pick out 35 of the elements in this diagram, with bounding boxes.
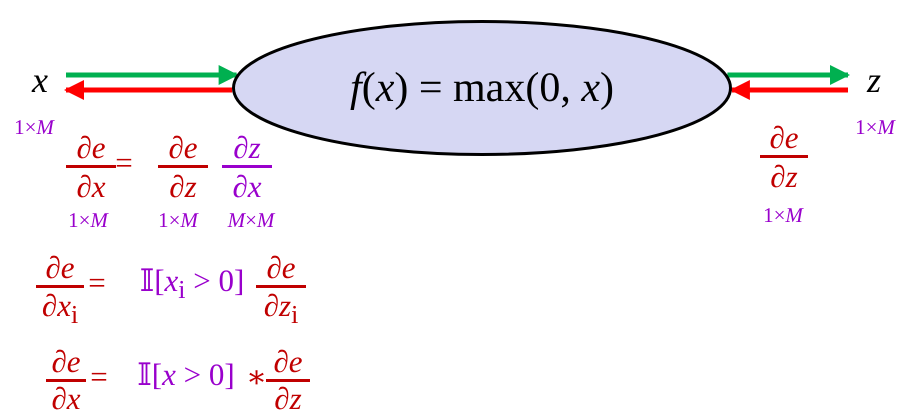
variable-label: x [22, 62, 58, 98]
fraction-numerator: ∂z [222, 132, 272, 168]
fraction-denominator: ∂z [168, 171, 198, 204]
fraction-denominator: ∂z [273, 383, 303, 416]
arrow [66, 65, 239, 85]
fraction-numerator: ∂e [36, 252, 84, 288]
arrow [727, 65, 850, 85]
math-operator: = [114, 147, 134, 180]
math-operator: = [89, 361, 109, 394]
arrow [64, 80, 232, 100]
dimension-label: 1×M [157, 209, 200, 232]
fraction-numerator: ∂e [66, 132, 116, 168]
dimension-label: 1×M [13, 116, 56, 138]
fraction-numerator: ∂e [256, 252, 306, 288]
fraction-denominator: ∂x [50, 383, 82, 416]
fraction-denominator: ∂x [75, 171, 107, 204]
indicator-term: 𝕀[x$_{i}$ > 0] [138, 265, 246, 304]
fraction-numerator: ∂e [760, 122, 808, 158]
fraction-numerator: ∂e [46, 346, 86, 382]
math-operator: = [87, 267, 107, 300]
fraction-denominator: ∂z$_{i}$ [262, 290, 300, 328]
variable-label: z [856, 62, 892, 98]
fraction-denominator: ∂x [231, 171, 263, 204]
fraction-denominator: ∂z [769, 161, 799, 194]
fraction-denominator: ∂x$_{i}$ [40, 290, 80, 328]
indicator-term: 𝕀[x > 0] [136, 359, 236, 392]
fraction-numerator: ∂e [266, 346, 310, 382]
dimension-label: 1×M [67, 209, 110, 232]
fraction-numerator: ∂e [158, 132, 208, 168]
function-formula: f(x) = max(0, x) [350, 64, 614, 112]
dimension-label: 1×M [854, 116, 897, 138]
dimension-label: 1×M [762, 204, 805, 226]
arrow [730, 80, 848, 100]
dimension-label: M×M [226, 209, 276, 232]
math-operator: ∗ [246, 361, 268, 394]
